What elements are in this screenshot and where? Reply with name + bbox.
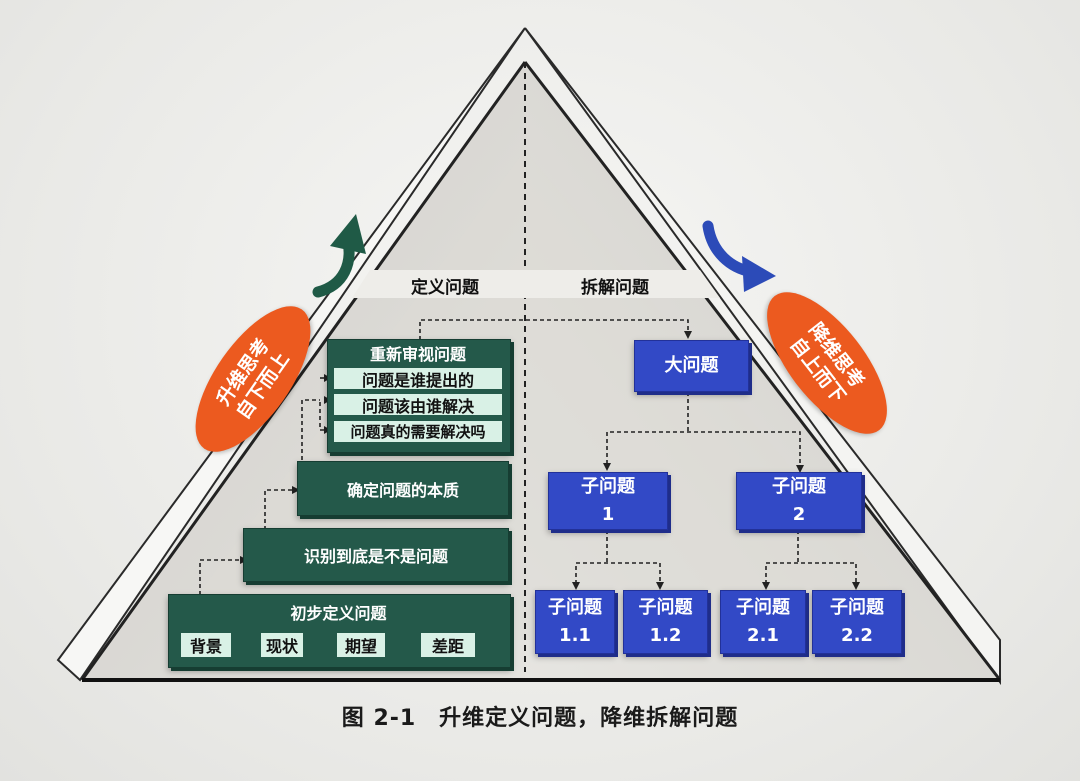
child-1-number: 1 bbox=[601, 504, 615, 525]
header-define: 定义问题 bbox=[411, 277, 479, 298]
flow-gap: 差距 bbox=[420, 632, 476, 658]
step-initial-title: 初步定义问题 bbox=[290, 604, 387, 623]
leaf-title: 子问题 bbox=[548, 597, 602, 618]
leaf-number: 2.1 bbox=[747, 625, 779, 646]
leaf-number: 2.2 bbox=[841, 625, 873, 646]
leaf-problem-1-1: 子问题 1.1 bbox=[535, 590, 615, 654]
leaf-problem-1-2: 子问题 1.2 bbox=[623, 590, 708, 654]
child-problem-2: 子问题 2 bbox=[736, 472, 862, 530]
rethink-item: 问题是谁提出的 bbox=[333, 367, 503, 390]
header-decompose: 拆解问题 bbox=[581, 277, 649, 298]
step-identify: 识别到底是不是问题 bbox=[243, 528, 509, 582]
step-essence: 确定问题的本质 bbox=[297, 461, 509, 516]
rethink-title: 重新审视问题 bbox=[369, 345, 466, 364]
rethink-item: 问题真的需要解决吗 bbox=[333, 420, 503, 443]
figure-caption: 图 2-1 升维定义问题，降维拆解问题 bbox=[341, 706, 739, 731]
leaf-title: 子问题 bbox=[736, 597, 790, 618]
flow-status: 现状 bbox=[260, 632, 304, 658]
root-problem: 大问题 bbox=[634, 340, 749, 392]
down-arrowhead-icon bbox=[742, 256, 776, 292]
rethink-item: 问题该由谁解决 bbox=[333, 393, 503, 416]
leaf-title: 子问题 bbox=[830, 597, 884, 618]
flow-background: 背景 bbox=[180, 632, 232, 658]
leaf-number: 1.2 bbox=[649, 625, 682, 646]
child-2-title: 子问题 bbox=[772, 476, 826, 497]
child-1-title: 子问题 bbox=[581, 476, 635, 497]
leaf-problem-2-2: 子问题 2.2 bbox=[812, 590, 902, 654]
child-2-number: 2 bbox=[792, 504, 806, 525]
up-arrowhead-icon bbox=[330, 214, 366, 254]
child-problem-1: 子问题 1 bbox=[548, 472, 668, 530]
leaf-number: 1.1 bbox=[559, 625, 591, 646]
leaf-problem-2-1: 子问题 2.1 bbox=[720, 590, 806, 654]
leaf-title: 子问题 bbox=[638, 597, 693, 618]
flow-expectation: 期望 bbox=[336, 632, 386, 658]
